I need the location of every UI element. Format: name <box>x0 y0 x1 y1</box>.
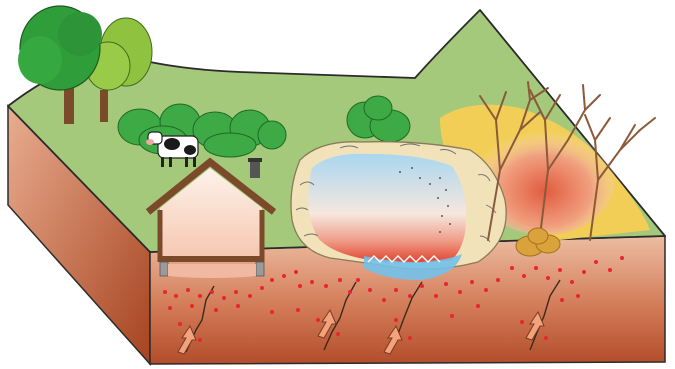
pond-water <box>308 154 466 263</box>
